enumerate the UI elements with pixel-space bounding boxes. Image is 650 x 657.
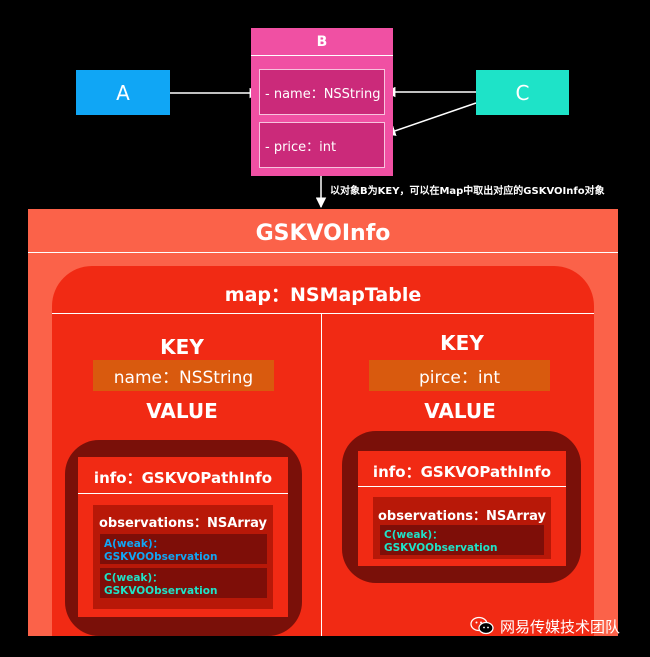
node-a: A: [76, 70, 170, 115]
map-lookup-caption: 以对象B为KEY，可以在Map中取出对应的GSKVOInfo对象: [330, 186, 605, 197]
observations-array-1: observations：NSArray A(weak)：GSKVOObserv…: [93, 505, 273, 609]
path-info-container-1: info：GSKVOPathInfo observations：NSArray …: [65, 440, 302, 636]
key-label-1: KEY: [160, 335, 204, 359]
path-info-divider-1: [78, 493, 288, 494]
observation-a: A(weak)：GSKVOObservation: [100, 534, 267, 564]
node-b: B - name：NSString - price：int: [251, 28, 393, 176]
map-table-container: map：NSMapTable KEY name：NSString VALUE i…: [52, 266, 594, 636]
observation-c-2: C(weak)：GSKVOObservation: [380, 525, 544, 555]
value-label-2: VALUE: [424, 399, 496, 423]
key-value-name: name：NSString: [93, 360, 274, 391]
gskvo-info-divider: [28, 252, 618, 253]
node-b-title: B: [316, 34, 328, 50]
path-info-divider-2: [358, 486, 566, 487]
field-name: - name：NSString: [259, 69, 385, 115]
map-table-divider: [52, 313, 594, 314]
node-c: C: [476, 70, 569, 115]
map-column-divider: [321, 313, 322, 636]
arrow-c-to-price: [385, 102, 477, 136]
wechat-icon: [470, 616, 494, 635]
node-b-divider: [251, 55, 393, 56]
map-table-title: map：NSMapTable: [224, 283, 422, 306]
footer-text: 网易传媒技术团队: [500, 617, 621, 636]
key-value-price: pirce：int: [369, 360, 550, 391]
observation-c-1: C(weak)：GSKVOObservation: [100, 568, 267, 598]
gskvo-info-title: GSKVOInfo: [255, 220, 391, 246]
value-label-1: VALUE: [146, 399, 218, 423]
observations-array-2: observations：NSArray C(weak)：GSKVOObserv…: [373, 497, 551, 559]
field-price: - price：int: [259, 122, 385, 168]
gskvo-info-container: GSKVOInfo map：NSMapTable KEY name：NSStri…: [28, 209, 618, 636]
path-info-2: info：GSKVOPathInfo observations：NSArray …: [358, 451, 566, 566]
observations-title-1: observations：NSArray: [98, 515, 268, 531]
key-label-2: KEY: [440, 331, 484, 355]
path-info-container-2: info：GSKVOPathInfo observations：NSArray …: [342, 431, 581, 583]
path-info-title-1: info：GSKVOPathInfo: [93, 468, 273, 487]
path-info-title-2: info：GSKVOPathInfo: [372, 462, 552, 481]
observations-title-2: observations：NSArray: [377, 508, 547, 524]
footer-watermark: 网易传媒技术团队: [470, 613, 620, 639]
path-info-1: info：GSKVOPathInfo observations：NSArray …: [78, 457, 288, 617]
